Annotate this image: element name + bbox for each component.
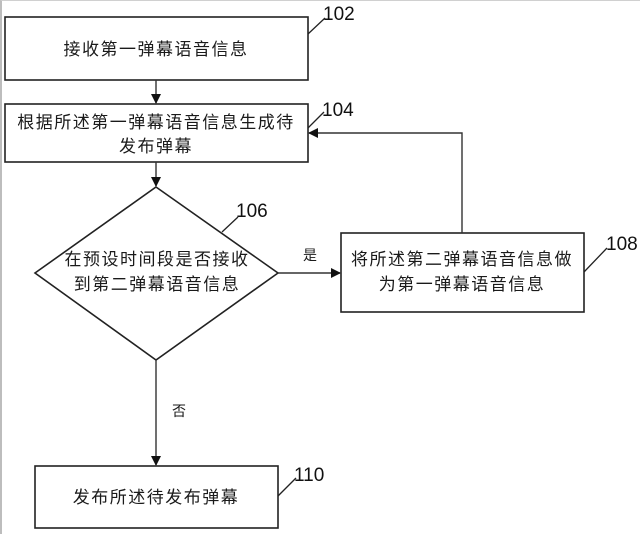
ref-label-108: 108 — [606, 234, 638, 255]
ref-label-104: 104 — [322, 100, 354, 121]
node-104-text-line1: 根据所述第一弹幕语音信息生成待 — [17, 113, 295, 133]
edge-label-no: 否 — [172, 404, 186, 420]
process-box-102: 接收第一弹幕语音信息 — [4, 16, 309, 81]
arrow-108-to-104 — [308, 128, 463, 233]
leader-104 — [307, 111, 325, 129]
ref-label-110: 110 — [294, 465, 324, 486]
leader-102 — [307, 17, 326, 35]
node-106-text-line2: 到第二弹幕语音信息 — [74, 275, 241, 295]
leader-108 — [583, 247, 608, 273]
leader-106 — [221, 216, 239, 233]
decision-diamond-106: 在预设时间段是否接收 到第二弹幕语音信息 — [33, 186, 280, 361]
leader-110 — [277, 477, 297, 497]
ref-label-106: 106 — [236, 201, 268, 222]
node-104-text-line2: 发布弹幕 — [119, 137, 193, 157]
node-108-text-line2: 为第一弹幕语音信息 — [379, 275, 546, 295]
node-110-text: 发布所述待发布弹幕 — [73, 488, 240, 508]
node-102-text: 接收第一弹幕语音信息 — [64, 40, 249, 60]
ref-label-102: 102 — [323, 4, 355, 25]
edge-label-yes: 是 — [303, 248, 317, 264]
process-box-108: 将所述第二弹幕语音信息做 为第一弹幕语音信息 — [340, 232, 585, 313]
node-108-text-line1: 将所述第二弹幕语音信息做 — [351, 250, 573, 270]
process-box-104: 根据所述第一弹幕语音信息生成待 发布弹幕 — [4, 103, 309, 163]
process-box-110: 发布所述待发布弹幕 — [34, 465, 279, 529]
node-106-text-line1: 在预设时间段是否接收 — [65, 250, 250, 270]
